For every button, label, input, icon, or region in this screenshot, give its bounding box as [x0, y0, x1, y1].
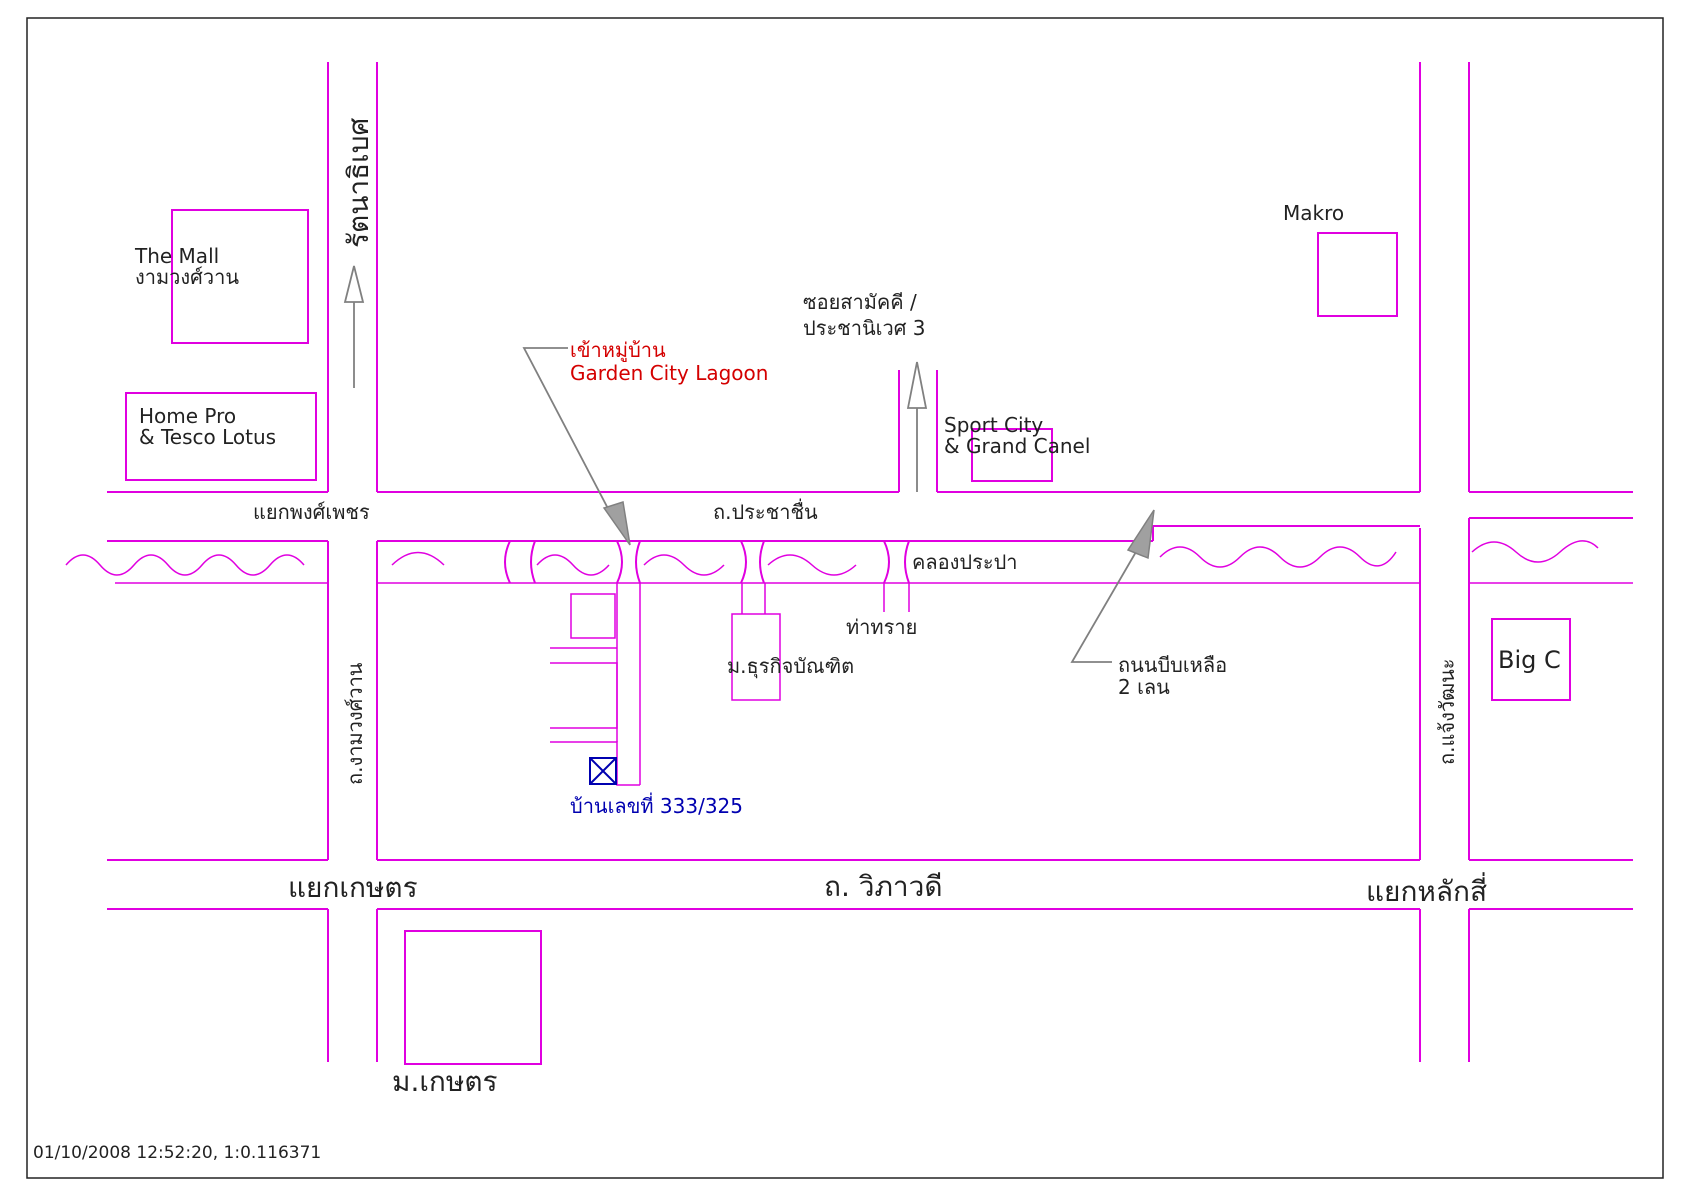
home-pro-label: Home Pro	[139, 404, 236, 428]
home-pro-building	[125, 392, 317, 481]
yaek-laksi-label: แยกหลักสี่	[1366, 872, 1487, 908]
khlong-prapa-label: คลองประปา	[912, 550, 1018, 574]
chaengwattana-road-label: ถ.แจ้งวัฒนะ	[1435, 658, 1459, 765]
big-c-label: Big C	[1498, 646, 1561, 674]
vibhavadi-label: ถ. วิภาวดี	[824, 870, 943, 903]
prachaniwet-label: ประชานิเวศ 3	[803, 316, 926, 340]
page-frame	[26, 17, 1664, 1179]
tha-sai-label: ท่าทราย	[846, 615, 917, 639]
house-number-label: บ้านเลขที่ 333/325	[570, 792, 743, 818]
the-mall-label: The Mall	[134, 244, 219, 268]
village-entry-label: เข้าหมู่บ้าน	[570, 338, 666, 363]
the-mall-building	[171, 209, 309, 344]
sport-city-building	[971, 428, 1053, 482]
tesco-label: & Tesco Lotus	[139, 425, 276, 449]
grand-canel-label: & Grand Canel	[944, 434, 1090, 458]
soi-samakkhi-label: ซอยสามัคคี /	[803, 290, 917, 314]
the-mall-sub-label: งามวงศ์วาน	[135, 265, 239, 289]
pointer-arrow-icon	[522, 347, 631, 546]
dhurakij-label: ม.ธุรกิจบัณฑิต	[727, 654, 854, 679]
garden-city-label: Garden City Lagoon	[570, 361, 768, 385]
yaek-kaset-label: แยกเกษตร	[288, 871, 418, 904]
canal-wave-icon	[65, 540, 1599, 576]
sport-city-label: Sport City	[944, 413, 1043, 437]
roads	[107, 62, 1633, 1062]
makro-label: Makro	[1283, 201, 1344, 225]
up-arrow-icon	[343, 265, 365, 388]
big-c-building	[1491, 618, 1571, 701]
kasetsart-label: ม.เกษตร	[392, 1065, 498, 1098]
village-streets	[550, 583, 641, 786]
pointer-arrow-icon	[1070, 509, 1155, 663]
kasetsart-building	[404, 930, 542, 1065]
up-arrow-icon	[906, 361, 928, 492]
house-marker-icon	[589, 757, 617, 785]
dhurakij-building	[731, 613, 781, 701]
makro-building	[1317, 232, 1398, 317]
narrow-road-label: ถนนบีบเหลือ	[1118, 653, 1227, 677]
prachachuen-label: ถ.ประชาชื่น	[713, 498, 818, 524]
footer-timestamp: 01/10/2008 12:52:20, 1:0.116371	[33, 1143, 321, 1163]
yaek-phongphet-label: แยกพงศ์เพชร	[253, 500, 370, 524]
two-lane-label: 2 เลน	[1118, 675, 1170, 699]
rattanathibet-label: รัตนาธิเบศ	[342, 117, 375, 248]
ngamwongwan-road-label: ถ.งามวงศ์วาน	[343, 662, 367, 785]
